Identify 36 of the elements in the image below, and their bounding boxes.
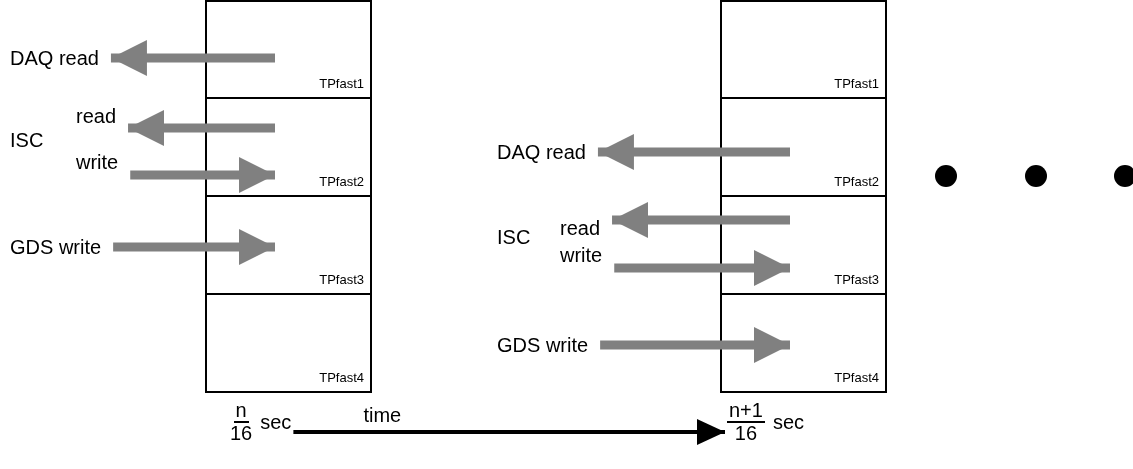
signal-label: write (560, 245, 603, 265)
time-slot-box (720, 195, 887, 295)
signal-label: GDS write (10, 237, 102, 257)
arrow (110, 40, 275, 76)
arrow (128, 110, 275, 146)
arrow (597, 134, 790, 170)
slot-label: TPfast1 (834, 76, 879, 91)
subsystem-label: ISC (497, 227, 531, 247)
arrow (130, 157, 275, 193)
time-slot-box (720, 97, 887, 197)
slot-label: TPfast2 (834, 174, 879, 189)
arrow (293, 419, 725, 445)
slot-label: TPfast1 (319, 76, 364, 91)
signal-label: DAQ read (497, 142, 586, 162)
arrow (612, 202, 790, 238)
signal-label: GDS write (497, 335, 589, 355)
time-slot-box (205, 293, 372, 393)
arrow (614, 250, 790, 286)
time-slot-box (720, 293, 887, 393)
slot-label: TPfast2 (319, 174, 364, 189)
arrow (113, 229, 275, 265)
slot-label: TPfast4 (834, 370, 879, 385)
time-slot-box (720, 0, 887, 99)
slot-label: TPfast3 (319, 272, 364, 287)
arrow (600, 327, 790, 363)
edge-label: time (363, 405, 402, 425)
signal-label: DAQ read (10, 48, 99, 68)
slot-label: TPfast4 (319, 370, 364, 385)
time-slot-box (205, 195, 372, 295)
time-slot-box (205, 97, 372, 197)
slot-label: TPfast3 (834, 272, 879, 287)
signal-label: read (560, 218, 601, 238)
signal-label: write (76, 152, 119, 172)
subsystem-label: ISC (10, 130, 44, 150)
time-slot-box (205, 0, 372, 99)
signal-label: read (76, 106, 117, 126)
